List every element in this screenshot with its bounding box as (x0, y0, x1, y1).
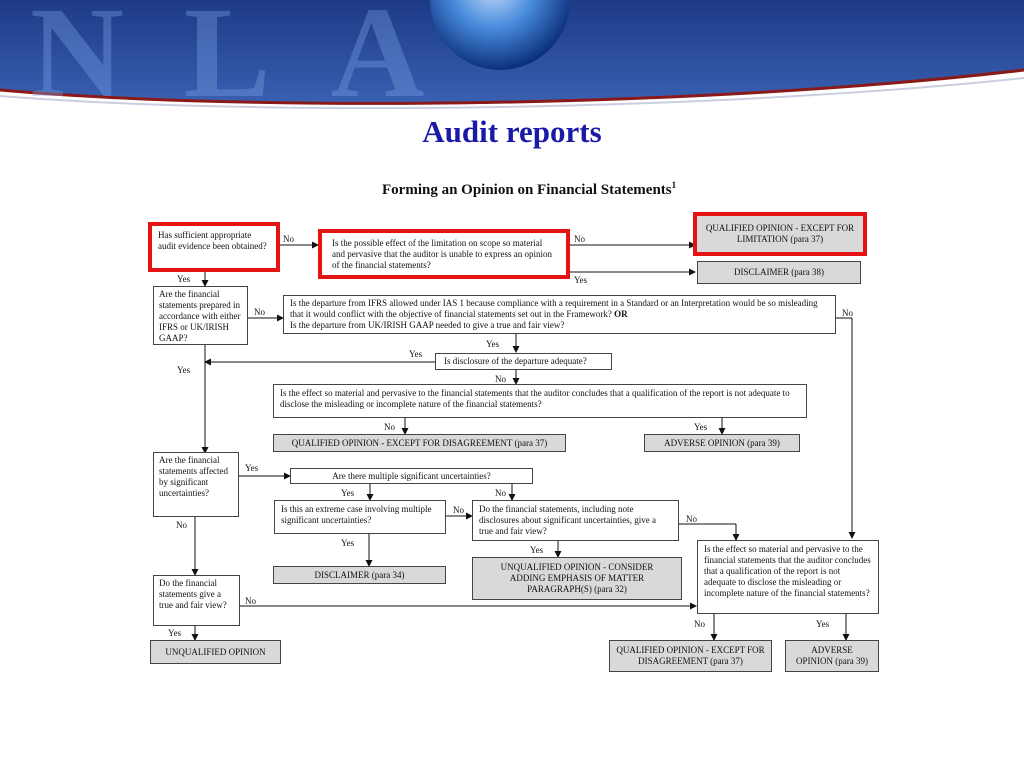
label-yes-9: Yes (341, 538, 355, 548)
label-no-8: No (453, 505, 464, 515)
banner-graphic (0, 0, 1024, 118)
label-yes-1: Yes (574, 275, 588, 285)
label-yes-3: Yes (486, 339, 500, 349)
question-disclosure-adequate: Is disclosure of the departure adequate? (435, 353, 612, 370)
outcome-qualified-disagreement: QUALIFIED OPINION - EXCEPT FOR DISAGREEM… (273, 434, 566, 452)
question-sufficient-evidence: Has sufficient appropriate audit evidenc… (148, 222, 280, 272)
label-no-7: No (495, 488, 506, 498)
question-prepared-framework: Are the financial statements prepared in… (153, 286, 248, 345)
label-yes-5: Yes (177, 365, 191, 375)
label-yes-8: Yes (341, 488, 355, 498)
departure-text-2: Is the departure from UK/IRISH GAAP need… (290, 320, 565, 330)
question-extreme-case: Is this an extreme case involving multip… (274, 500, 446, 534)
outcome-disclaimer-38: DISCLAIMER (para 38) (697, 261, 861, 284)
label-no-3: No (254, 307, 265, 317)
header-banner: NLA (0, 0, 1024, 118)
label-yes-11: Yes (816, 619, 830, 629)
banner-watermark: NLA (30, 0, 485, 118)
diagram-title: Forming an Opinion on Financial Statemen… (382, 180, 676, 199)
label-no-6: No (384, 422, 395, 432)
outcome-adverse-bottom: ADVERSE OPINION (para 39) (785, 640, 879, 672)
label-yes-7: Yes (245, 463, 259, 473)
question-effect-disagreement: Is the effect so material and pervasive … (273, 384, 807, 418)
label-no-2: No (574, 234, 585, 244)
label-no-10: No (176, 520, 187, 530)
label-no-1: No (283, 234, 294, 244)
question-effect-final: Is the effect so material and pervasive … (697, 540, 879, 614)
label-no-4: No (842, 308, 853, 318)
outcome-adverse-top: ADVERSE OPINION (para 39) (644, 434, 800, 452)
question-note-disclosures: Do the financial statements, including n… (472, 500, 679, 541)
question-true-fair-view: Do the financial statements give a true … (153, 575, 240, 626)
outcome-unqualified-emphasis: UNQUALIFIED OPINION - CONSIDER ADDING EM… (472, 557, 682, 600)
label-yes-12: Yes (168, 628, 182, 638)
label-no-9: No (686, 514, 697, 524)
outcome-disclaimer-34: DISCLAIMER (para 34) (273, 566, 446, 584)
diagram-title-text: Forming an Opinion on Financial Statemen… (382, 182, 672, 198)
label-yes-6: Yes (694, 422, 708, 432)
outcome-qualified-limitation: QUALIFIED OPINION - EXCEPT FOR LIMITATIO… (693, 212, 867, 256)
question-significant-uncertainties: Are the financial statements affected by… (153, 452, 239, 517)
footnote-marker: 1 (671, 180, 677, 190)
label-yes-4: Yes (409, 349, 423, 359)
outcome-qualified-disagreement-final: QUALIFIED OPINION - EXCEPT FOR DISAGREEM… (609, 640, 772, 672)
question-limitation-effect: Is the possible effect of the limitation… (318, 229, 570, 279)
label-no-5: No (495, 374, 506, 384)
label-no-12: No (694, 619, 705, 629)
label-yes-2: Yes (177, 274, 191, 284)
label-yes-10: Yes (530, 545, 544, 555)
page-title: Audit reports (422, 114, 602, 149)
departure-text-1: Is the departure from IFRS allowed under… (290, 298, 818, 319)
departure-or: OR (614, 309, 628, 319)
question-multiple-uncertainties: Are there multiple significant uncertain… (290, 468, 533, 484)
outcome-unqualified-opinion: UNQUALIFIED OPINION (150, 640, 281, 664)
label-no-11: No (245, 596, 256, 606)
question-departure-allowed: Is the departure from IFRS allowed under… (283, 295, 836, 334)
